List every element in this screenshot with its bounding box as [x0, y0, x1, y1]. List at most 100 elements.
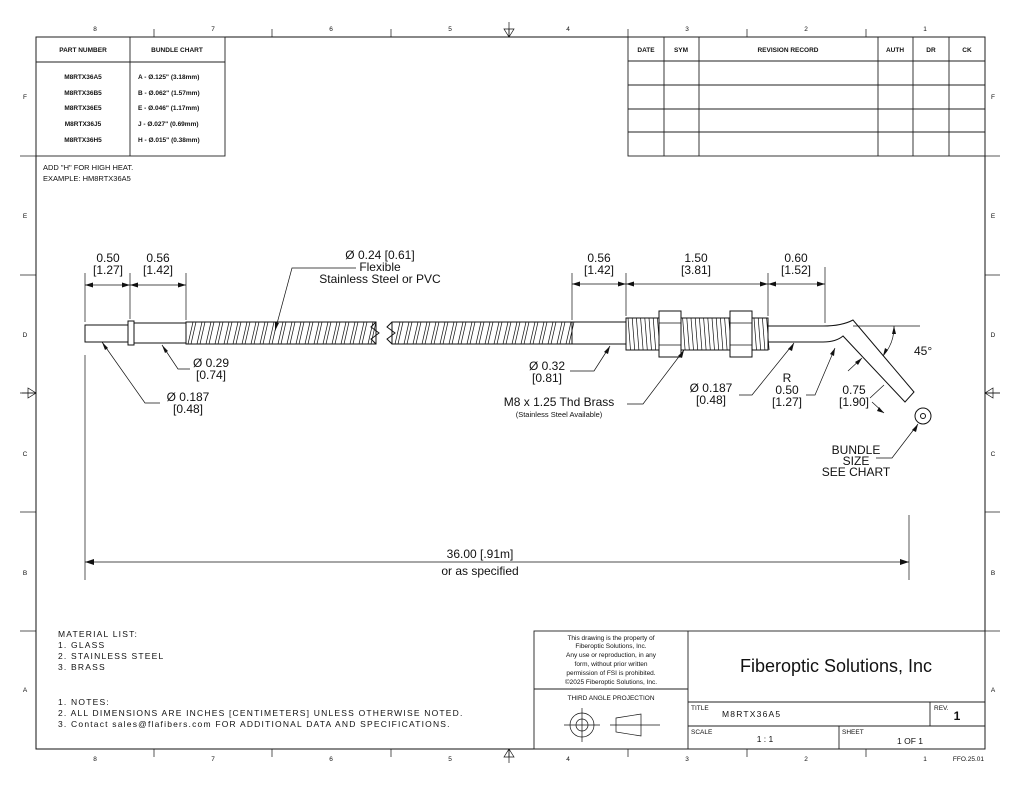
- thread-line: [762, 317, 766, 351]
- dim-text: R: [783, 371, 792, 385]
- armor-coil-turn: [556, 321, 566, 345]
- armor-coil-turn: [448, 321, 458, 345]
- crimp-sleeve: [571, 321, 627, 345]
- rev-label: REV.: [934, 705, 949, 712]
- row-label-right: D: [991, 332, 996, 339]
- thread-line: [652, 317, 657, 351]
- armor-coil-turn: [232, 321, 242, 345]
- dim-text: Ø 0.32: [529, 359, 565, 373]
- col-label-bottom: 3: [685, 756, 689, 763]
- armor-coil-turn: [304, 321, 314, 345]
- general-notes: 1. NOTES: 2. ALL DIMENSIONS ARE INCHES […: [58, 697, 464, 729]
- row-label-right: F: [991, 94, 995, 101]
- armor-coil-turn: [565, 321, 575, 345]
- armor-coil-turn: [250, 321, 260, 345]
- title-block: This drawing is the property of Fiberopt…: [533, 630, 986, 750]
- armor-coil-turn: [358, 321, 368, 345]
- dim-text: Ø 0.24 [0.61]: [345, 248, 414, 262]
- note-item: 3. Contact sales@flafibers.com FOR ADDIT…: [58, 719, 451, 729]
- armor-coil-turn: [457, 321, 467, 345]
- col-label-top: 8: [93, 26, 97, 33]
- armor-coil-turn: [367, 321, 377, 345]
- row-labels: F E D C B A F E D C B A: [23, 94, 996, 694]
- armor-coil-turn: [196, 321, 206, 345]
- dim-text: [0.81]: [532, 371, 562, 385]
- col-label-top: 4: [566, 26, 570, 33]
- break-line-left: [370, 321, 380, 345]
- column-labels: 8 7 6 5 4 3 2 1 8 7 6 5 4 3 2 1: [93, 26, 927, 763]
- row-label-left: E: [23, 213, 28, 220]
- armor-coil-turn: [187, 321, 197, 345]
- col-label-top: 6: [329, 26, 333, 33]
- part-number-table: PART NUMBER BUNDLE CHART M8RTX36A5 M8RTX…: [35, 36, 226, 157]
- dim-text-angle: 45°: [914, 344, 932, 358]
- armor-coil-turn: [313, 321, 323, 345]
- third-angle-projection-icon: [564, 708, 660, 742]
- armor-coil-turn: [295, 321, 305, 345]
- dim-text: [1.42]: [143, 263, 173, 277]
- armor-coil-turn: [529, 321, 539, 345]
- property-line: Fiberoptic Solutions, Inc.: [575, 643, 646, 650]
- thread-line: [627, 317, 631, 351]
- armor-coil-turn: [340, 321, 350, 345]
- revision-header-dr: DR: [926, 47, 936, 54]
- thread-line: [640, 317, 644, 351]
- armor-coil-turn: [259, 321, 269, 345]
- thread-line: [724, 317, 728, 351]
- row-label-left: B: [23, 570, 27, 577]
- armor-coil-turn: [421, 321, 431, 345]
- bundle-chart-cell: H - Ø.015" (0.38mm): [138, 137, 200, 144]
- row-label-left: D: [23, 332, 28, 339]
- col-label-bottom: 8: [93, 756, 97, 763]
- drawing-border: [20, 22, 1000, 763]
- armor-coil-turn: [502, 321, 512, 345]
- material-item: 2. STAINLESS STEEL: [58, 651, 164, 661]
- part-number-cell: M8RTX36J5: [65, 121, 102, 128]
- row-label-left: A: [23, 687, 28, 694]
- bundle-callout: SIZE: [843, 454, 870, 468]
- high-heat-note: ADD "H" FOR HIGH HEAT.: [43, 163, 133, 172]
- thread-note: (Stainless Steel Available): [516, 410, 603, 419]
- company-name: Fiberoptic Solutions, Inc: [740, 656, 932, 676]
- armor-coil-turn: [520, 321, 530, 345]
- part-number-header: PART NUMBER: [59, 47, 107, 54]
- col-label-bottom: 6: [329, 756, 333, 763]
- material-item: 3. BRASS: [58, 662, 106, 672]
- part-number-cell: M8RTX36B5: [64, 90, 102, 97]
- flex-armor-right: [391, 321, 573, 345]
- property-line: This drawing is the property of: [567, 635, 654, 642]
- part-number-cell: M8RTX36H5: [64, 137, 102, 144]
- dim-text: 0.75: [842, 383, 866, 397]
- fiber-probe-drawing: [84, 310, 932, 425]
- row-label-left: F: [23, 94, 27, 101]
- armor-coil-turn: [214, 321, 224, 345]
- armor-coil-turn: [205, 321, 215, 345]
- armor-coil-turn: [277, 321, 287, 345]
- part-number-cell: M8RTX36E5: [64, 105, 102, 112]
- thread-line: [636, 317, 640, 351]
- dim-text: 0.56: [146, 251, 170, 265]
- note-item: 2. ALL DIMENSIONS ARE INCHES [CENTIMETER…: [58, 708, 464, 718]
- flex-armor-left: [185, 321, 377, 345]
- projection-label: THIRD ANGLE PROJECTION: [567, 695, 654, 702]
- material-item: 1. GLASS: [58, 640, 105, 650]
- col-label-bottom: 2: [804, 756, 808, 763]
- col-label-top: 1: [923, 26, 927, 33]
- dim-text: Flexible: [359, 260, 401, 274]
- break-line-right: [386, 321, 396, 345]
- thread-line: [631, 317, 636, 351]
- title-value: M8RTX36A5: [722, 709, 781, 719]
- bundle-callout: SEE CHART: [822, 465, 891, 479]
- row-label-right: E: [991, 213, 996, 220]
- armor-coil-turn: [493, 321, 503, 345]
- revision-header-sym: SYM: [674, 47, 688, 54]
- armor-coil-turn: [403, 321, 413, 345]
- overall-length-note: or as specified: [441, 564, 518, 578]
- dim-text: 0.60: [784, 251, 808, 265]
- thread-line: [699, 317, 703, 351]
- thread-line: [753, 317, 757, 351]
- thread-line: [707, 317, 711, 351]
- dim-text: [1.90]: [839, 395, 869, 409]
- property-line: form, without prior written: [575, 661, 648, 668]
- bundle-chart-header: BUNDLE CHART: [151, 47, 203, 54]
